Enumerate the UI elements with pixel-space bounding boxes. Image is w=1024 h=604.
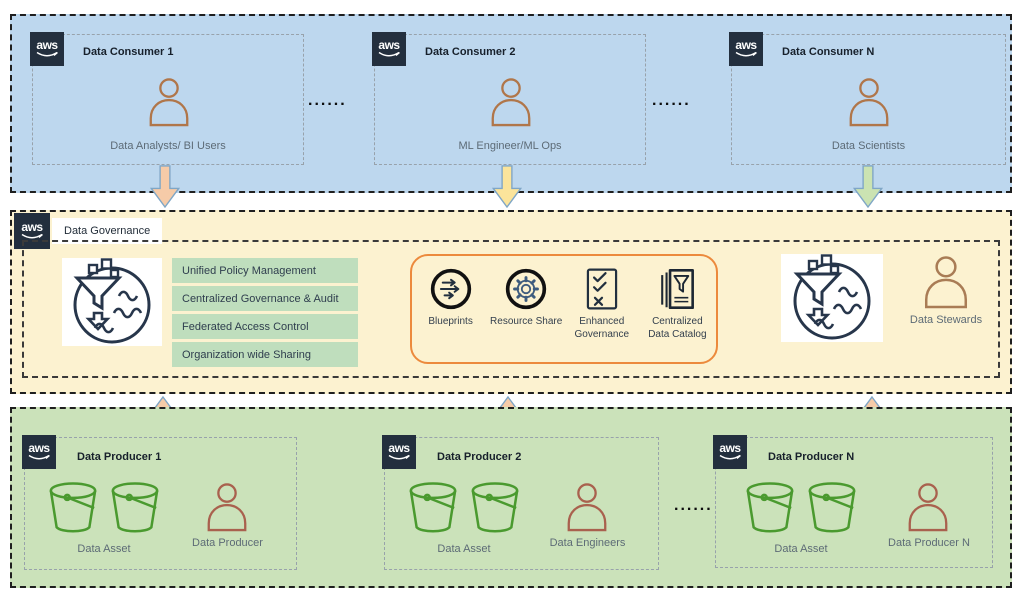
ellipsis-dots: ...... xyxy=(652,92,691,109)
governance-inner-box xyxy=(22,240,1000,378)
aws-smile-icon xyxy=(28,454,50,460)
arrow-down-consumer-1 xyxy=(150,165,180,208)
person-icon xyxy=(203,482,251,532)
producer-role-label: Data Producer xyxy=(192,537,263,549)
catalog-book-funnel-icon xyxy=(661,269,695,309)
person-icon xyxy=(904,482,952,532)
blueprints-icon xyxy=(430,268,471,310)
producer-title: Data Producer 2 xyxy=(437,451,522,463)
data-producers-section: aws Data Producer 1 Data Asset Data Prod… xyxy=(10,407,1012,588)
aws-smile-icon xyxy=(735,51,757,57)
aws-logo-icon: aws xyxy=(382,435,416,469)
consumer-role-label: Data Scientists xyxy=(831,140,906,152)
aws-logo-icon: aws xyxy=(372,32,406,66)
aws-logo-icon: aws xyxy=(729,32,763,66)
data-producer-2-box: aws Data Producer 2 Data Asset Data Engi… xyxy=(382,435,659,570)
producer-title: Data Producer 1 xyxy=(77,451,162,463)
s3-bucket-icon xyxy=(806,480,858,536)
person-icon xyxy=(487,77,535,127)
aws-logo-icon: aws xyxy=(22,435,56,469)
s3-bucket-icon xyxy=(469,480,521,536)
data-producer-n-box: aws Data Producer N Data Asset Data Prod… xyxy=(713,435,993,568)
s3-bucket-icon xyxy=(407,480,459,536)
policy-list: Unified Policy Management Centralized Go… xyxy=(172,258,358,370)
s3-bucket-icon xyxy=(47,480,99,536)
aws-smile-icon xyxy=(21,233,43,239)
data-asset-label: Data Asset xyxy=(437,543,491,555)
data-consumer-2-box: aws Data Consumer 2 ML Engineer/ML Ops xyxy=(372,32,646,165)
aws-smile-icon xyxy=(378,51,400,57)
data-governance-section: aws Data Governance Unified Policy Manag… xyxy=(10,210,1012,394)
feature-resource-share: Resource Share xyxy=(489,266,563,362)
aws-smile-icon xyxy=(36,51,58,57)
policy-item: Centralized Governance & Audit xyxy=(172,286,358,311)
steward-label: Data Stewards xyxy=(909,314,983,326)
data-consumer-1-box: aws Data Consumer 1 Data Analysts/ BI Us… xyxy=(30,32,304,165)
consumer-title: Data Consumer 2 xyxy=(425,46,516,58)
arrow-down-consumer-2 xyxy=(492,165,522,208)
consumer-role-label: ML Engineer/ML Ops xyxy=(458,140,562,152)
governance-title: Data Governance xyxy=(52,218,163,244)
aws-logo-icon: aws xyxy=(713,435,747,469)
s3-bucket-icon xyxy=(744,480,796,536)
feature-enhanced-governance: Enhanced Governance xyxy=(565,266,639,362)
gear-icon xyxy=(506,268,547,310)
data-producer-1-box: aws Data Producer 1 Data Asset Data Prod… xyxy=(22,435,297,570)
feature-centralized-data-catalog: Centralized Data Catalog xyxy=(640,266,714,362)
data-consumers-section: aws Data Consumer 1 Data Analysts/ BI Us… xyxy=(10,14,1012,193)
producer-title: Data Producer N xyxy=(768,451,855,463)
aws-smile-icon xyxy=(719,454,741,460)
governance-features-box: Blueprints xyxy=(410,254,718,364)
s3-bucket-icon xyxy=(109,480,161,536)
ellipsis-dots: ...... xyxy=(674,497,713,514)
producer-role-label: Data Producer N xyxy=(888,537,970,549)
checklist-icon xyxy=(586,268,617,310)
data-asset-label: Data Asset xyxy=(774,543,828,555)
aws-logo-icon: aws xyxy=(14,213,50,249)
lake-formation-icon xyxy=(62,258,162,346)
person-icon xyxy=(563,482,611,532)
person-icon xyxy=(145,77,193,127)
policy-item: Organization wide Sharing xyxy=(172,342,358,367)
policy-item: Unified Policy Management xyxy=(172,258,358,283)
person-icon xyxy=(845,77,893,127)
ellipsis-dots: ...... xyxy=(308,92,347,109)
data-consumer-n-box: aws Data Consumer N Data Scientists xyxy=(729,32,1006,165)
feature-blueprints: Blueprints xyxy=(414,266,488,362)
producer-role-label: Data Engineers xyxy=(549,537,626,549)
data-asset-label: Data Asset xyxy=(77,543,131,555)
person-icon xyxy=(920,254,972,310)
lake-formation-icon xyxy=(781,254,883,342)
consumer-title: Data Consumer N xyxy=(782,46,875,58)
consumer-title: Data Consumer 1 xyxy=(83,46,174,58)
consumer-role-label: Data Analysts/ BI Users xyxy=(110,140,226,152)
aws-logo-icon: aws xyxy=(30,32,64,66)
arrow-down-consumer-n xyxy=(853,165,883,208)
policy-item: Federated Access Control xyxy=(172,314,358,339)
aws-smile-icon xyxy=(388,454,410,460)
